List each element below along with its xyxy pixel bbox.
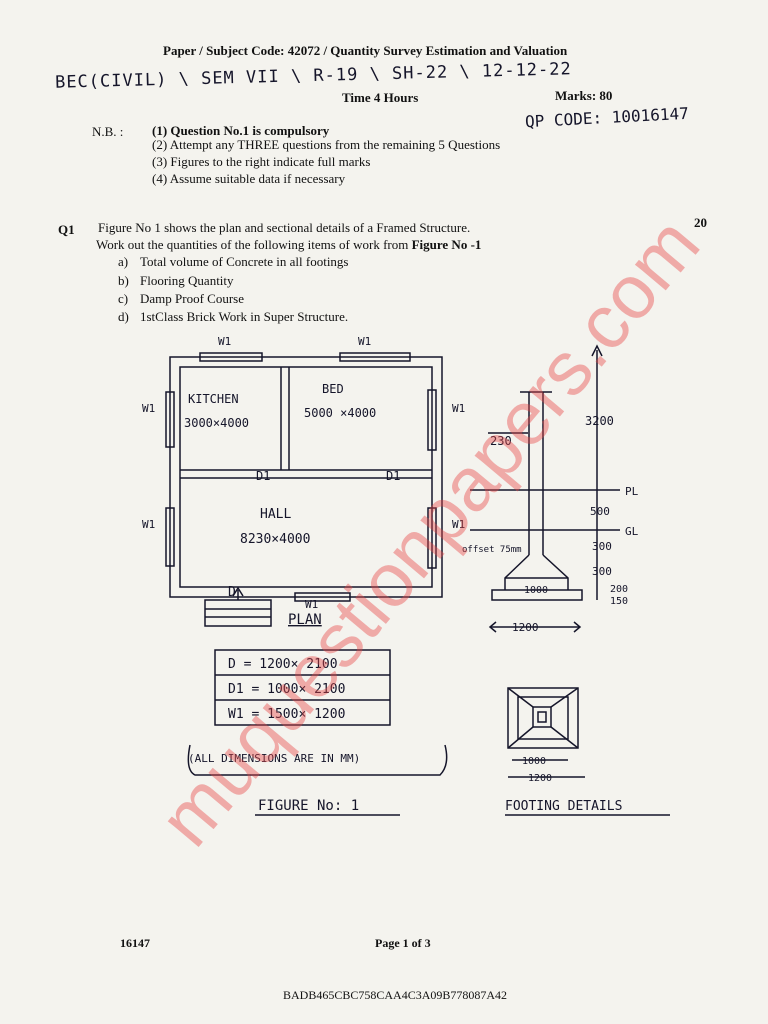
plan-inner-wall (179, 366, 433, 588)
question-number: Q1 (58, 222, 75, 237)
window-label: W1 (218, 335, 231, 348)
paper-title: Paper / Subject Code: 42072 / Quantity S… (163, 43, 568, 58)
total-marks: Marks: 80 (555, 88, 613, 103)
plan-label: PLAN (288, 612, 322, 628)
room-size-bed: 5000 ×4000 (304, 406, 376, 420)
footing-details-label: FOOTING DETAILS (505, 799, 622, 814)
subitem-text: Total volume of Concrete in all footings (140, 254, 349, 269)
window-label: W1 (142, 518, 155, 531)
instruction-item: (4) Assume suitable data if necessary (152, 171, 346, 186)
section-dimension: 200 (610, 584, 628, 595)
window-opening (165, 391, 175, 448)
subitem-text: Damp Proof Course (140, 291, 244, 306)
section-dimension: 300 (592, 540, 612, 553)
section-dimension: 150 (610, 596, 628, 607)
plinth-level-label: PL (625, 485, 639, 498)
instruction-item: (1) Question No.1 is compulsory (152, 123, 330, 138)
footer-paper-code: 16147 (120, 936, 150, 950)
door-window-schedule (214, 649, 391, 726)
nb-label: N.B. : (92, 124, 124, 139)
question-subitem: b) Flooring Quantity (118, 273, 234, 289)
question-text-prefix: Work out the quantities of the following… (96, 237, 412, 252)
dimensions-note: (ALL DIMENSIONS ARE IN MM) (188, 752, 360, 765)
section-dimension: 1000 (524, 585, 548, 596)
schedule-row: W1 = 1500× 1200 (228, 707, 345, 722)
door-label: D1 (386, 469, 400, 483)
plan-outer-wall (169, 356, 443, 598)
section-dimension: 300 (592, 565, 612, 578)
question-subitem: a) Total volume of Concrete in all footin… (118, 254, 349, 270)
figure-reference: Figure No -1 (411, 237, 482, 252)
instruction-item: (3) Figures to the right indicate full m… (152, 154, 371, 169)
subitem-label: d) (118, 309, 129, 324)
door-label: D (228, 585, 236, 600)
subitem-label: a) (118, 254, 129, 269)
subitem-label: c) (118, 291, 129, 306)
window-label: W1 (305, 598, 318, 611)
subitem-label: b) (118, 273, 129, 288)
subitem-text: Flooring Quantity (140, 273, 234, 288)
window-opening (427, 507, 437, 569)
window-label: W1 (452, 402, 465, 415)
section-dimension: 500 (590, 505, 610, 518)
section-dimension: 230 (490, 434, 512, 448)
question-marks: 20 (694, 215, 707, 230)
schedule-row: D1 = 1000× 2100 (228, 682, 345, 697)
footing-base (491, 589, 583, 601)
window-label: W1 (452, 518, 465, 531)
figure-label: FIGURE No: 1 (258, 798, 359, 814)
door-label: D1 (256, 469, 270, 483)
question-subitem: d) 1stClass Brick Work in Super Structure… (118, 309, 348, 325)
footing-plan-outer (507, 687, 579, 749)
window-opening (427, 389, 437, 451)
ground-level-label: GL (625, 525, 639, 538)
offset-label: offset 75mm (462, 545, 522, 555)
note-underline (187, 744, 448, 776)
footing-dimension: 1200 (528, 773, 552, 784)
window-label: W1 (358, 335, 371, 348)
room-name-kitchen: KITCHEN (188, 392, 239, 406)
room-size-hall: 8230×4000 (240, 532, 310, 547)
window-opening (165, 507, 175, 567)
section-dimension: 1200 (512, 621, 539, 634)
window-opening (339, 352, 411, 362)
question-text-line1: Figure No 1 shows the plan and sectional… (98, 220, 471, 235)
room-size-kitchen: 3000×4000 (184, 416, 249, 430)
room-name-bed: BED (322, 382, 344, 396)
window-label: W1 (142, 402, 155, 415)
footer-hash: BADB465CBC758CAA4C3A09B778087A42 (283, 988, 508, 1002)
schedule-row: D = 1200× 2100 (228, 657, 338, 672)
footing-plan-column (532, 706, 552, 728)
entrance-steps (204, 599, 272, 627)
question-text-line2: Work out the quantities of the following… (96, 237, 481, 253)
page-number: Page 1 of 3 (375, 936, 431, 950)
window-opening (199, 352, 263, 362)
instruction-item: (2) Attempt any THREE questions from the… (152, 137, 501, 152)
footing-dimension: 1000 (522, 756, 546, 767)
window-opening (294, 592, 351, 602)
section-dimension: 3200 (585, 414, 614, 428)
room-name-hall: HALL (260, 507, 291, 522)
subitem-text: 1stClass Brick Work in Super Structure. (140, 309, 349, 324)
question-subitem: c) Damp Proof Course (118, 291, 244, 307)
exam-duration: Time 4 Hours (342, 90, 419, 105)
